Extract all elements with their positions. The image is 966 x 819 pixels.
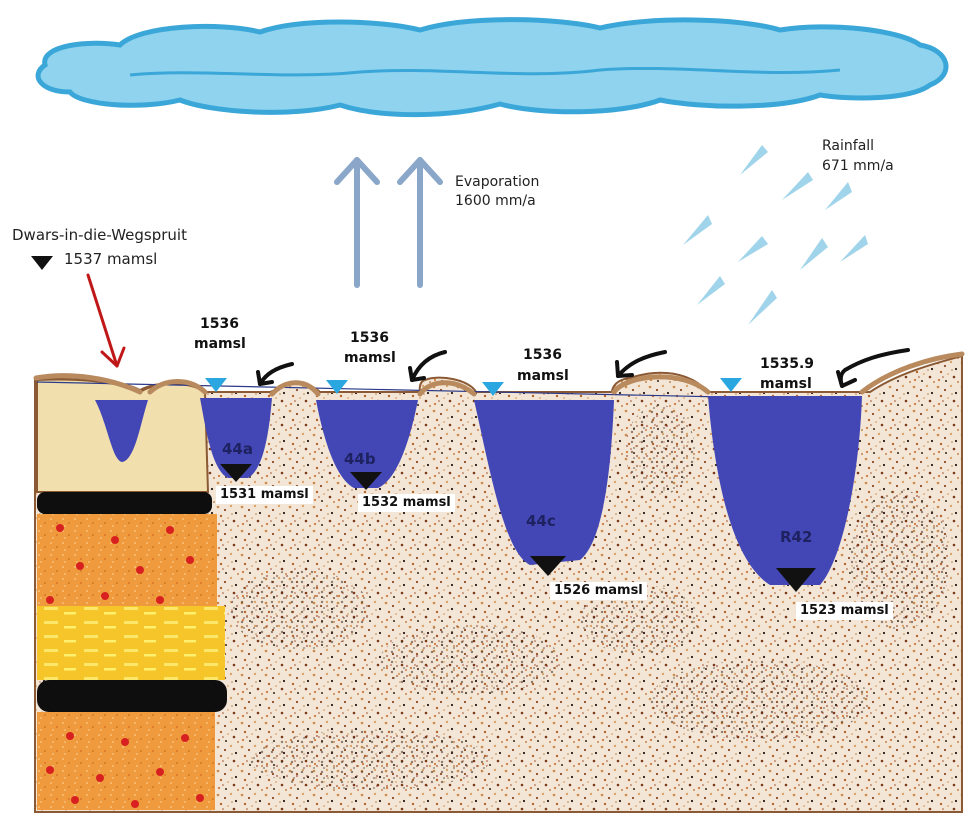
pond-44c-id: 44c [526, 512, 556, 530]
pond-44c-water-level-line2: mamsl [517, 368, 569, 385]
spruit-pointer-arrow [88, 275, 124, 366]
evaporation-value-label: 1600 mm/a [455, 193, 536, 210]
evaporation-title-label: Evaporation [455, 174, 539, 191]
pond-44b-bottom-level: 1532 mamsl [358, 494, 455, 512]
cloud [38, 20, 946, 115]
evaporation-arrow-right [400, 160, 440, 285]
pond-44c-water-level-line1: 1536 [523, 347, 562, 364]
pond-44c-bottom-level: 1526 mamsl [550, 582, 647, 600]
pond-R42-water-level-line2: mamsl [760, 376, 812, 393]
pond-44b-water-level-line1: 1536 [350, 330, 389, 347]
site-level-label: 1537 mamsl [64, 250, 157, 268]
rainfall-value-label: 671 mm/a [822, 158, 894, 175]
pond-44b-water-level-line2: mamsl [344, 350, 396, 367]
pond-44a-id: 44a [222, 440, 253, 458]
evaporation-arrow-left [337, 160, 377, 285]
pond-R42-bottom-level: 1523 mamsl [796, 602, 893, 620]
pond-R42-water-level-line1: 1535.9 [760, 356, 814, 373]
pond-44a-water-level-line2: mamsl [194, 336, 246, 353]
site-name-label: Dwars-in-die-Wegspruit [12, 226, 187, 244]
pond-44b-id: 44b [344, 450, 376, 468]
rainfall-title-label: Rainfall [822, 138, 874, 155]
pond-44a-bottom-level: 1531 mamsl [216, 486, 313, 504]
pond-44a-water-level-line1: 1536 [200, 316, 239, 333]
pond-R42-id: R42 [780, 528, 812, 546]
